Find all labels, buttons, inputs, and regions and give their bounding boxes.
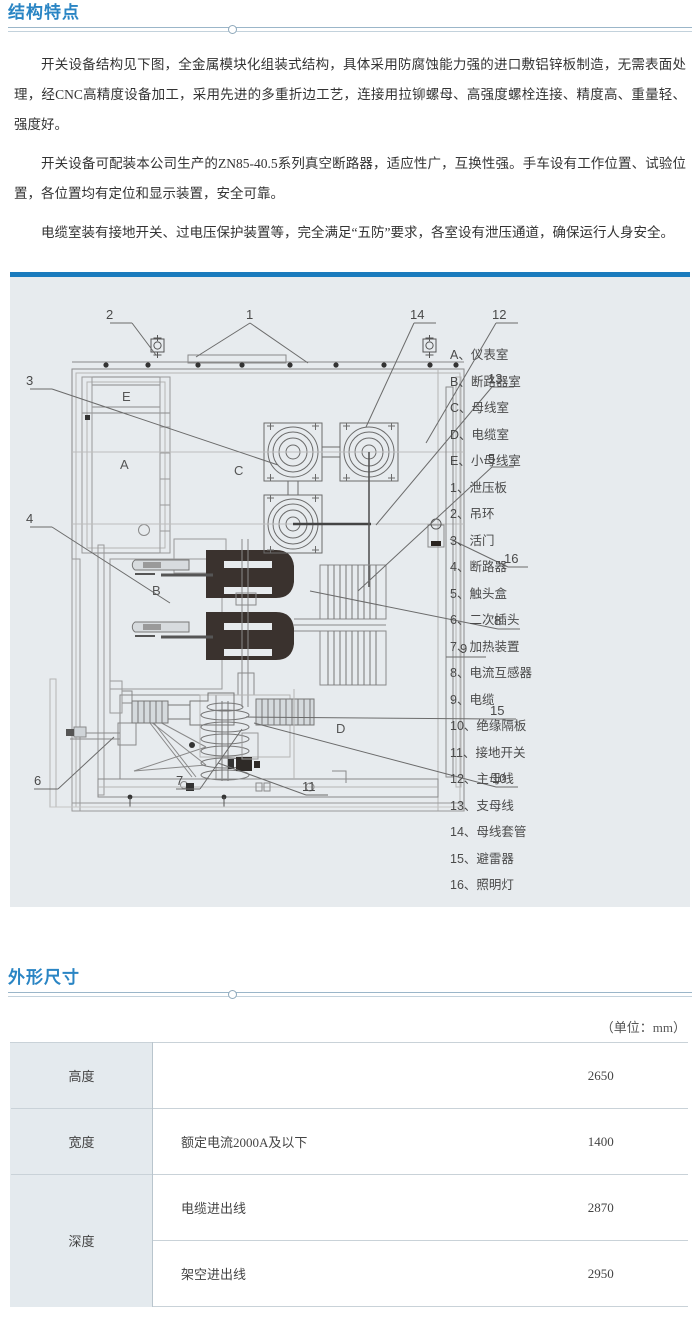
compartment-label-C: C (234, 463, 243, 478)
table-row: 宽度 额定电流2000A及以下 1400 (10, 1108, 688, 1175)
legend-item-7: 7、加热装置 (450, 639, 520, 654)
table-row: 高度 2650 (10, 1042, 688, 1109)
section-rule (8, 25, 692, 34)
row-desc-depth-overhead: 架空进出线 (152, 1240, 533, 1307)
compartment-label-E: E (122, 389, 131, 404)
legend-item-3: 3、活门 (450, 533, 495, 548)
callout-2: 2 (106, 307, 113, 322)
legend-item-14: 14、母线套管 (450, 825, 527, 839)
legend-item-6: 6、二次插头 (450, 613, 520, 627)
section-title-dimensions: 外形尺寸 (8, 965, 84, 991)
callout-11: 11 (302, 779, 316, 794)
row-value-height: 2650 (532, 1042, 688, 1109)
row-value-width: 1400 (532, 1108, 688, 1175)
rule-knob-icon-2 (228, 990, 237, 999)
callout-12: 12 (492, 307, 506, 322)
callout-3: 3 (26, 373, 33, 388)
section-header-dimensions: 外形尺寸 (0, 965, 700, 1005)
row-value-depth-overhead: 2950 (532, 1240, 688, 1307)
callout-7: 7 (176, 773, 183, 788)
row-desc-height (152, 1042, 533, 1109)
callout-13: 13 (488, 371, 502, 386)
section-rule-2 (8, 990, 692, 999)
row-head-width: 宽度 (10, 1108, 153, 1175)
callout-9: 9 (460, 641, 467, 656)
diagram-stage: 2 1 14 12 3 13 4 5 16 8 9 15 11 10 6 7 (10, 277, 690, 907)
callout-10: 10 (492, 771, 506, 786)
legend-item-5: 5、触头盒 (450, 586, 507, 601)
rule-line-bottom-2 (8, 996, 692, 997)
callout-16: 16 (504, 551, 518, 566)
callout-1: 1 (246, 307, 253, 322)
table-row: 架空进出线 2950 (11, 1240, 688, 1307)
rule-line-top-2 (8, 992, 692, 993)
compartment-label-A: A (120, 457, 129, 472)
callout-15: 15 (490, 703, 504, 718)
rule-line-top (8, 27, 692, 28)
table-row: 深度 电缆进出线 2870 (10, 1174, 688, 1307)
callout-6: 6 (34, 773, 41, 788)
row-head-height: 高度 (10, 1042, 153, 1109)
row-head-depth: 深度 (10, 1174, 153, 1307)
legend-item-12: 12、主母线 (450, 772, 514, 786)
structure-diagram-panel: 2 1 14 12 3 13 4 5 16 8 9 15 11 10 6 7 (10, 272, 690, 907)
structure-description: 开关设备结构见下图，全金属模块化组装式结构，具体采用防腐蚀能力强的进口敷铝锌板制… (0, 40, 700, 248)
legend-item-1: 1、泄压板 (450, 480, 507, 495)
legend-item-D: D、电缆室 (450, 427, 510, 442)
rule-line-bottom (8, 31, 692, 32)
rule-knob-icon (228, 25, 237, 34)
legend-item-2: 2、吊环 (450, 507, 495, 521)
legend-item-9: 9、电缆 (450, 692, 495, 707)
unit-note: （单位：mm） (600, 1020, 686, 1035)
callout-4: 4 (26, 511, 33, 526)
row-desc-depth-cable: 电缆进出线 (152, 1174, 533, 1241)
legend-item-8: 8、电流互感器 (450, 666, 532, 680)
row-value-depth-cable: 2870 (532, 1174, 688, 1241)
row-desc-width: 额定电流2000A及以下 (152, 1108, 533, 1175)
compartment-label-D: D (336, 721, 345, 736)
legend-item-15: 15、避雷器 (450, 851, 514, 866)
paragraph-3: 电缆室装有接地开关、过电压保护装置等，完全满足“五防”要求，各室设有泄压通道，确… (41, 225, 674, 240)
callout-5: 5 (488, 451, 495, 466)
paragraph-1: 开关设备结构见下图，全金属模块化组装式结构，具体采用防腐蚀能力强的进口敷铝锌板制… (14, 57, 686, 132)
legend-item-16: 16、照明灯 (450, 878, 514, 892)
callout-14: 14 (410, 307, 424, 322)
dimensions-table: 高度 2650 宽度 额定电流2000A及以下 1400 深度 电缆进出线 28… (10, 1042, 688, 1307)
section-title-structure: 结构特点 (8, 0, 84, 26)
legend-item-10: 10、绝缘隔板 (450, 719, 527, 733)
legend-item-13: 13、支母线 (450, 798, 514, 813)
legend-item-11: 11、接地开关 (450, 745, 526, 760)
switchgear-cutaway-drawing: 2 1 14 12 3 13 4 5 16 8 9 15 11 10 6 7 (26, 307, 528, 812)
legend-item-E: E、小母线室 (450, 454, 521, 468)
legend-item-C: C、母线室 (450, 401, 510, 415)
legend-item-A: A、仪表室 (450, 348, 509, 362)
legend-item-4: 4、断路器 (450, 560, 507, 574)
paragraph-2: 开关设备可配装本公司生产的ZN85-40.5系列真空断路器，适应性广，互换性强。… (14, 156, 686, 201)
diagram-legend: A、仪表室 B、断路器室 C、母线室 D、电缆室 E、小母线室 1、泄压板 2、… (450, 342, 590, 899)
callout-8: 8 (494, 613, 501, 628)
compartment-label-B: B (152, 583, 161, 598)
section-header-structure: 结构特点 (0, 0, 700, 40)
legend-item-B: B、断路器室 (450, 374, 521, 389)
